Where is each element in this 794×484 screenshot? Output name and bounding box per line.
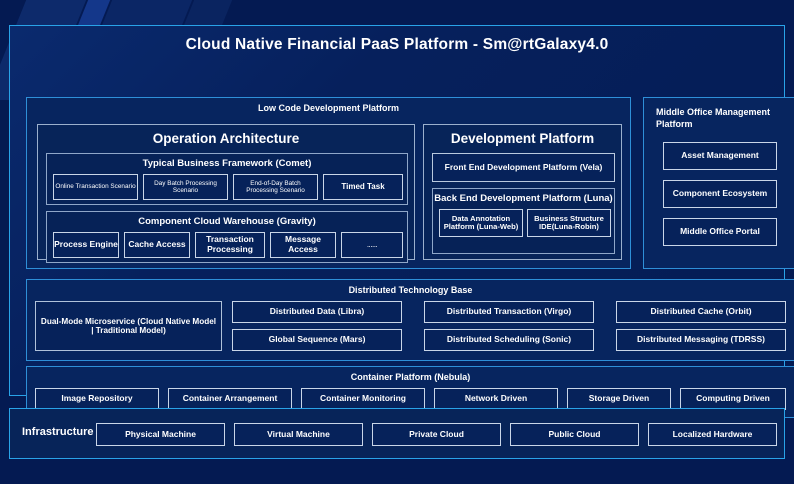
distributed-technology-base-title: Distributed Technology Base xyxy=(348,285,473,295)
box-distributed-messaging[interactable]: Distributed Messaging (TDRSS) xyxy=(616,329,786,351)
box-storage-driven[interactable]: Storage Driven xyxy=(567,388,671,410)
box-distributed-scheduling[interactable]: Distributed Scheduling (Sonic) xyxy=(424,329,594,351)
infrastructure-panel: Infrastructure Physical Machine Virtual … xyxy=(9,408,785,459)
box-day-batch-processing-scenario[interactable]: Day Batch Processing Scenario xyxy=(143,174,228,200)
box-more-ellipsis[interactable]: ...... xyxy=(341,232,403,258)
low-code-platform-panel: Low Code Development Platform Operation … xyxy=(26,97,631,269)
box-transaction-processing[interactable]: Transaction Processing xyxy=(195,232,265,258)
box-business-structure-ide[interactable]: Business Structure IDE(Luna-Robin) xyxy=(527,209,611,237)
box-online-transaction-scenario[interactable]: Online Transaction Scenario xyxy=(53,174,138,200)
back-end-development-platform-title: Back End Development Platform (Luna) xyxy=(434,193,613,204)
box-asset-management[interactable]: Asset Management xyxy=(663,142,777,170)
box-image-repository[interactable]: Image Repository xyxy=(35,388,159,410)
box-private-cloud[interactable]: Private Cloud xyxy=(372,423,501,446)
low-code-platform-title: Low Code Development Platform xyxy=(257,103,400,113)
box-virtual-machine[interactable]: Virtual Machine xyxy=(234,423,363,446)
component-cloud-warehouse-panel: Component Cloud Warehouse (Gravity) Proc… xyxy=(46,211,408,263)
box-global-sequence[interactable]: Global Sequence (Mars) xyxy=(232,329,402,351)
box-physical-machine[interactable]: Physical Machine xyxy=(96,423,225,446)
back-end-development-platform-panel: Back End Development Platform (Luna) Dat… xyxy=(432,188,615,254)
box-distributed-data[interactable]: Distributed Data (Libra) xyxy=(232,301,402,323)
box-middle-office-portal[interactable]: Middle Office Portal xyxy=(663,218,777,246)
box-container-monitoring[interactable]: Container Monitoring xyxy=(301,388,425,410)
box-container-arrangement[interactable]: Container Arrangement xyxy=(168,388,292,410)
development-platform-panel: Development Platform Front End Developme… xyxy=(423,124,622,260)
box-data-annotation-platform[interactable]: Data Annotation Platform (Luna-Web) xyxy=(439,209,523,237)
container-platform-panel: Container Platform (Nebula) Image Reposi… xyxy=(26,366,794,418)
container-platform-title: Container Platform (Nebula) xyxy=(350,372,471,382)
box-end-of-day-batch-processing-scenario[interactable]: End-of-Day Batch Processing Scenario xyxy=(233,174,318,200)
operation-architecture-panel: Operation Architecture Typical Business … xyxy=(37,124,415,263)
development-platform-title: Development Platform xyxy=(450,131,595,146)
box-component-ecosystem[interactable]: Component Ecosystem xyxy=(663,180,777,208)
distributed-technology-base-panel: Distributed Technology Base Dual-Mode Mi… xyxy=(26,279,794,361)
typical-business-framework-panel: Typical Business Framework (Comet) Onlin… xyxy=(46,153,408,205)
box-localized-hardware[interactable]: Localized Hardware xyxy=(648,423,777,446)
box-public-cloud[interactable]: Public Cloud xyxy=(510,423,639,446)
middle-office-title: Middle Office Management Platform xyxy=(656,107,771,130)
component-cloud-warehouse-title: Component Cloud Warehouse (Gravity) xyxy=(138,216,316,227)
box-distributed-transaction[interactable]: Distributed Transaction (Virgo) xyxy=(424,301,594,323)
infrastructure-label: Infrastructure xyxy=(22,426,94,438)
box-front-end-development-platform[interactable]: Front End Development Platform (Vela) xyxy=(432,153,615,182)
box-process-engine[interactable]: Process Engine xyxy=(53,232,119,258)
box-cache-access[interactable]: Cache Access xyxy=(124,232,190,258)
box-message-access[interactable]: Message Access xyxy=(270,232,336,258)
box-timed-task[interactable]: Timed Task xyxy=(323,174,403,200)
middle-office-panel: Middle Office Management Platform Asset … xyxy=(643,97,794,269)
box-dual-mode-microservice[interactable]: Dual-Mode Microservice (Cloud Native Mod… xyxy=(35,301,222,351)
operation-architecture-title: Operation Architecture xyxy=(152,131,300,146)
box-distributed-cache[interactable]: Distributed Cache (Orbit) xyxy=(616,301,786,323)
box-computing-driven[interactable]: Computing Driven xyxy=(680,388,786,410)
typical-business-framework-title: Typical Business Framework (Comet) xyxy=(142,158,312,169)
box-network-driven[interactable]: Network Driven xyxy=(434,388,558,410)
diagram-title: Cloud Native Financial PaaS Platform - S… xyxy=(185,36,609,53)
platform-outer-panel: Cloud Native Financial PaaS Platform - S… xyxy=(9,25,794,418)
